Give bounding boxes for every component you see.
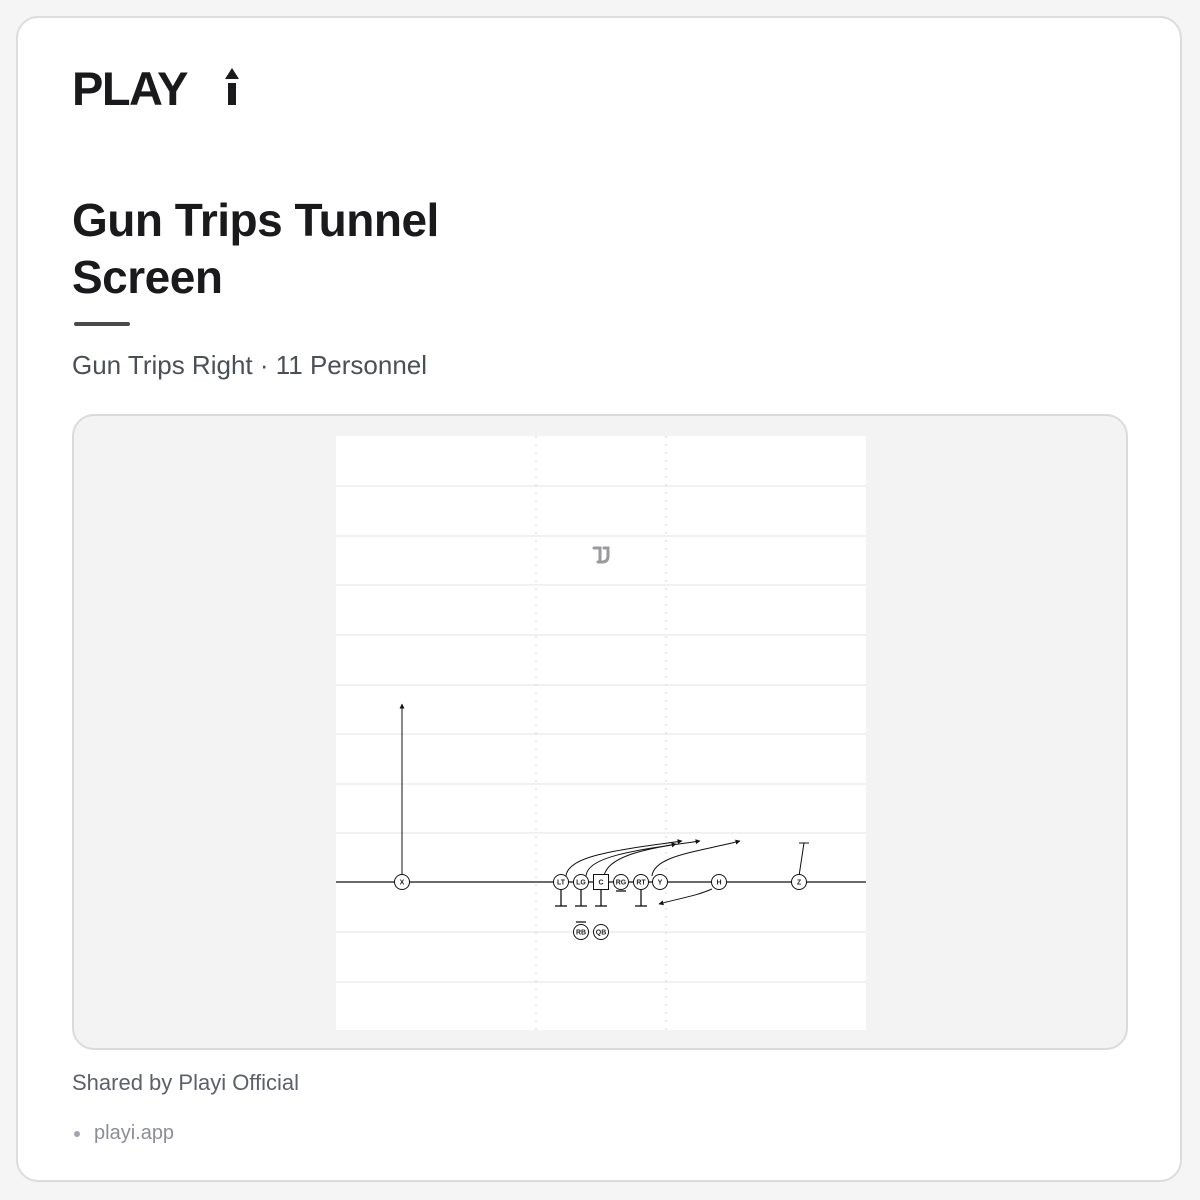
player-rb[interactable]: RB [573,924,589,940]
player-c[interactable]: C [593,874,609,890]
player-z-label: Z [797,880,802,887]
brand-logo: PLAY [72,62,242,115]
lt-route [565,839,683,877]
player-x[interactable]: X [394,874,410,890]
blocks [555,889,647,923]
player-y[interactable]: Y [652,874,668,890]
bullet-icon [74,1130,80,1137]
play-diagram: X LT LG C RG RT Y H [336,436,866,1030]
footer-link-label[interactable]: playi.app [94,1122,175,1144]
play-title: Gun Trips Tunnel Screen [72,194,439,303]
h-route [658,888,713,906]
player-y-label: Y [658,880,663,887]
player-lt-label: LT [557,880,566,887]
field-surface [336,436,866,1030]
player-rb-label: RB [576,930,586,937]
player-h[interactable]: H [711,874,727,890]
play-diagram-panel: X LT LG C RG RT Y H [72,414,1128,1050]
player-lg[interactable]: LG [573,874,589,890]
player-rg-label: RG [616,880,627,887]
player-z[interactable]: Z [791,874,807,890]
hash-marks [535,436,667,1030]
player-c-label: C [598,880,603,887]
player-h-label: H [716,880,721,887]
player-lt[interactable]: LT [553,874,569,890]
player-rg[interactable]: RG [613,874,629,890]
lg-route [585,839,701,877]
player-rt-label: RT [636,880,646,887]
footer-link[interactable]: playi.app [74,1122,174,1145]
c-route [603,842,677,877]
player-x-label: X [400,880,405,887]
routes [399,703,809,906]
formation-subtitle: Gun Trips Right · 11 Personnel [72,350,428,380]
shared-by-text: Shared by Playi Official [72,1070,300,1095]
z-route [798,842,805,877]
player-qb-label: QB [596,930,607,937]
rt-route [651,839,741,877]
player-qb[interactable]: QB [593,924,609,940]
playi-logo-icon: PLAY [72,62,239,115]
player-lg-label: LG [576,880,586,887]
player-rt[interactable]: RT [633,874,649,890]
title-divider [74,322,130,326]
svg-text:PLAY: PLAY [72,64,188,110]
field-watermark-icon [592,546,610,564]
